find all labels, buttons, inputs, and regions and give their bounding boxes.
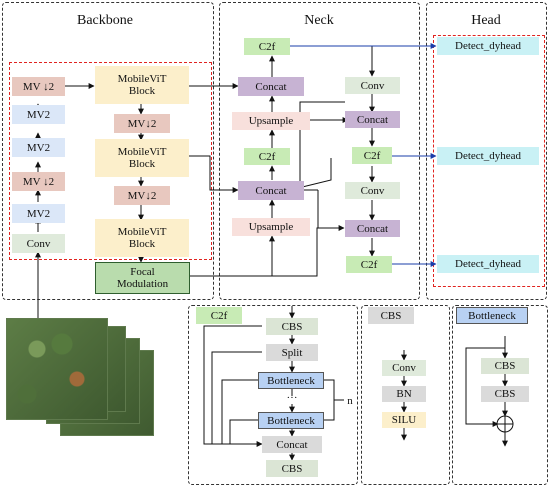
cbs-conv: Conv <box>382 360 426 376</box>
head-detect-dyhead-2: Detect_dyhead <box>437 147 539 165</box>
backbone-mv-down-4: MV↓2 <box>114 186 170 205</box>
head-detect-dyhead-1: Detect_dyhead <box>437 37 539 55</box>
neck-section <box>219 2 420 300</box>
backbone-mobilevit-block-2: MobileViT Block <box>95 139 189 177</box>
c2f-cbs-top: CBS <box>266 318 318 335</box>
neck-concat-1: Concat <box>238 77 304 96</box>
backbone-mobilevit-block-3: MobileViT Block <box>95 219 189 257</box>
backbone-mv-down-2: MV ↓2 <box>12 172 65 191</box>
neck-concat-2: Concat <box>238 181 304 200</box>
input-image-1 <box>6 318 108 420</box>
neck-c2f-top: C2f <box>244 38 290 55</box>
cbs-detail-tag: CBS <box>368 307 414 324</box>
bottleneck-detail-tag: Bottleneck <box>456 307 528 324</box>
backbone-conv: Conv <box>12 234 65 253</box>
c2f-repeat-dots: ··· <box>286 392 298 404</box>
cbs-bn: BN <box>382 386 426 402</box>
c2f-bottleneck-1: Bottleneck <box>258 372 324 389</box>
head-section <box>426 2 547 300</box>
bottleneck-cbs-2: CBS <box>481 386 529 402</box>
residual-add-icon <box>497 416 513 432</box>
backbone-mv2-1: MV2 <box>12 105 65 124</box>
backbone-mv2-2: MV2 <box>12 138 65 157</box>
c2f-cbs-bottom: CBS <box>266 460 318 477</box>
head-detect-dyhead-3: Detect_dyhead <box>437 255 539 273</box>
c2f-detail-tag: C2f <box>196 307 242 324</box>
bottleneck-detail-section <box>452 305 548 485</box>
c2f-repeat-n-label: n <box>347 395 353 407</box>
backbone-mv-down-3: MV↓2 <box>114 114 170 133</box>
head-title: Head <box>471 13 501 28</box>
neck-upsample-2: Upsample <box>232 218 310 236</box>
c2f-concat: Concat <box>262 436 322 453</box>
backbone-title: Backbone <box>77 13 133 28</box>
backbone-mobilevit-block-1: MobileViT Block <box>95 66 189 104</box>
head-highlight <box>433 35 545 287</box>
backbone-highlight <box>9 62 212 260</box>
cbs-silu: SILU <box>382 412 426 428</box>
cbs-detail-section <box>361 305 450 485</box>
neck-c2f-mid: C2f <box>244 148 290 165</box>
neck-concat-3: Concat <box>345 111 400 128</box>
bottleneck-cbs-1: CBS <box>481 358 529 374</box>
neck-title: Neck <box>304 13 334 28</box>
backbone-mv-down-1: MV ↓2 <box>12 77 65 96</box>
neck-upsample-1: Upsample <box>232 112 310 130</box>
backbone-mv2-3: MV2 <box>12 204 65 223</box>
neck-conv-1: Conv <box>345 77 400 94</box>
neck-c2f-right-2: C2f <box>346 256 392 273</box>
c2f-split: Split <box>266 344 318 361</box>
focal-modulation: Focal Modulation <box>95 262 190 294</box>
c2f-bottleneck-2: Bottleneck <box>258 412 324 429</box>
backbone-section <box>2 2 214 300</box>
neck-c2f-right-1: C2f <box>352 147 392 164</box>
neck-conv-2: Conv <box>345 182 400 199</box>
neck-concat-4: Concat <box>345 220 400 237</box>
c2f-detail-section <box>188 305 358 485</box>
